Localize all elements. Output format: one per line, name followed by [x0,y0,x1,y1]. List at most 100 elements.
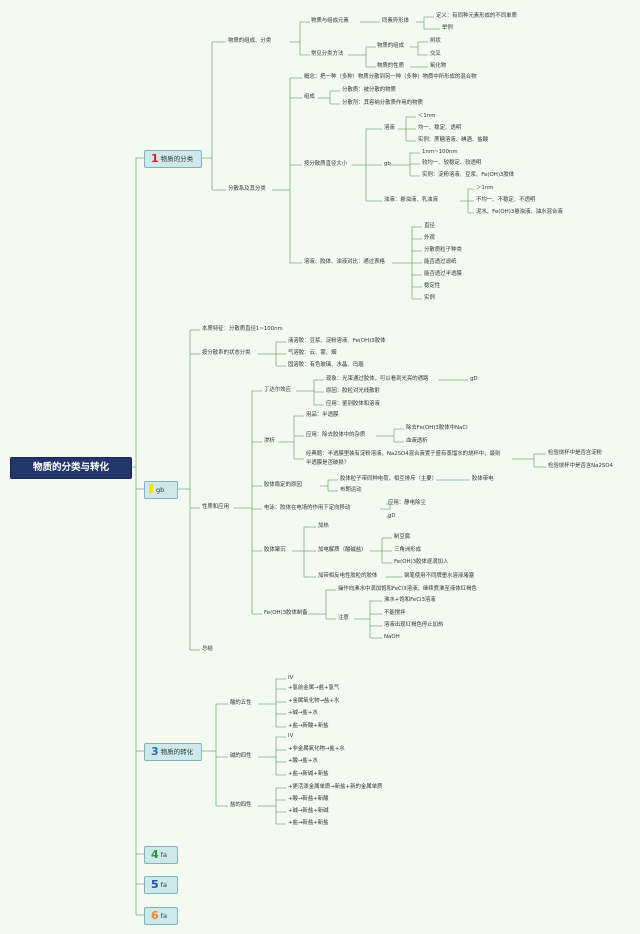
node[interactable]: +非金属氧化物→盐+水 [288,746,345,752]
node[interactable]: 实例 [424,295,435,301]
node[interactable]: +氢前金属→盐+氢气 [288,685,340,691]
node[interactable]: 溶液出现红褐色停止加热 [384,622,444,628]
node[interactable]: 沸水+饱和FeCl3溶液 [384,597,436,603]
node[interactable]: 注意 [338,615,349,621]
node[interactable]: 物质的性质 [377,63,404,69]
node[interactable]: 较均一、较稳定、较透明 [422,160,482,166]
node[interactable]: 操作向沸水中滴加饱和FeCl3溶液，继续煮沸至液体红褐色 [338,586,477,592]
node[interactable]: 均一、稳定、透明 [418,125,462,131]
node[interactable]: 不能搅拌 [384,610,406,616]
node[interactable]: 按分散质直径大小 [304,161,348,167]
node[interactable]: 盐的四性 [230,802,252,808]
node[interactable]: 定义：有同种元素形成的不同单质 [436,13,517,19]
node[interactable]: IV [288,733,294,739]
node[interactable]: +酸→盐+水 [288,758,318,764]
node[interactable]: 泥水、Fe(OH)3悬浊液、油水混合液 [476,209,563,215]
node[interactable]: 现象：光束通过胶体，可以看到光亮的通路 [326,376,429,382]
node[interactable]: 制豆腐 [394,534,411,540]
node[interactable]: 布朗运动 [340,487,362,493]
node[interactable]: +碱→新盐+新碱 [288,808,329,814]
node[interactable]: 交叉 [430,51,441,57]
node[interactable]: 应用：除去胶体中的杂质 [306,432,366,438]
node[interactable]: 检验烧杯中是否含Na2SO4 [548,463,613,469]
node[interactable]: 能否透过滤纸 [424,259,457,265]
node[interactable]: 胶体带电 [472,476,494,482]
branch-2[interactable]: gb [144,481,178,499]
node[interactable]: 半透膜是否破损？ [306,460,350,466]
node[interactable]: +盐→新酸+新盐 [288,723,329,729]
node[interactable]: gD [470,376,478,382]
node[interactable]: 实例：蔗糖溶液、碘酒、盐酸 [418,137,489,143]
node[interactable]: Fe(OH)3胶体制备 [264,610,308,616]
node[interactable]: ＜1nm [418,113,436,119]
node[interactable]: 能否透过半透膜 [424,271,462,277]
node[interactable]: 物质的组成、分类 [228,38,272,44]
node[interactable]: 分散系及其分类 [228,186,266,192]
node[interactable]: 直径 [424,223,435,229]
node[interactable]: +盐→新盐+新盐 [288,820,329,826]
node[interactable]: 用品：半透膜 [306,412,339,418]
root-topic[interactable]: 物质的分类与转化 [10,457,132,479]
node[interactable]: 检验烧杯中是否含淀粉 [548,450,602,456]
node[interactable]: 原因：胶粒对光线散射 [326,388,380,394]
node[interactable]: 分散剂：其容纳分散质作用的物质 [342,100,423,106]
node[interactable]: 同素异形体 [382,18,409,24]
node[interactable]: 酸的五性 [230,700,252,706]
node[interactable]: 稳定性 [424,283,441,289]
node[interactable]: ＞1nm [476,185,494,191]
node[interactable]: 物质的组成 [377,43,404,49]
node[interactable]: 本质特征：分散质直径1~100nm [202,326,283,332]
node[interactable]: 加电解质（酸碱盐） [318,547,367,553]
node[interactable]: +更活泼金属单质→新盐+新的金属单质 [288,784,383,790]
node[interactable]: 浊液：悬浊液、乳浊液 [384,197,438,203]
node[interactable]: 三角洲形成 [394,547,421,553]
node[interactable]: 性质和应用 [202,504,229,510]
node[interactable]: 渗析 [264,438,275,444]
node[interactable]: 分散质：被分散的物质 [342,87,396,93]
node[interactable]: 总结 [202,646,213,652]
node[interactable]: 液溶胶：豆浆、淀粉溶液、Fe(OH)3胶体 [288,338,386,344]
node[interactable]: 物质与组成元素 [311,18,349,24]
node[interactable]: +金属氧化物→盐+水 [288,698,340,704]
node[interactable]: 概念：把一种（多种）物质分散到另一种（多种）物质中所形成的混合物 [304,74,477,80]
node[interactable]: IV [288,675,294,681]
node[interactable]: +酸→新盐+新酸 [288,796,329,802]
node[interactable]: 常见分类方法 [311,51,344,57]
node[interactable]: 应用：鉴别胶体和溶液 [326,401,380,407]
node[interactable]: 按分散系的状态分类 [202,350,251,356]
node[interactable]: 血液透析 [406,438,428,444]
node[interactable]: NaOH [384,634,400,640]
node[interactable]: 胶体稳定的原因 [264,482,302,488]
node[interactable]: 加热 [318,523,329,529]
node[interactable]: 组成 [304,94,315,100]
node[interactable]: 氧化物 [430,63,447,69]
node[interactable]: 1nm~100nm [422,149,458,155]
node[interactable]: 经典题：半透膜里装有淀粉溶液，Na2SO4混合液置于盛有蒸馏水的烧杯中，最则 [306,451,501,457]
node[interactable]: 胶体粒子带同种电荷，相互排斥（主要） [340,476,438,482]
node[interactable]: 碱的四性 [230,753,252,759]
node[interactable]: 树状 [430,38,441,44]
node[interactable]: gb [384,161,391,167]
node[interactable]: gD [388,513,396,519]
node[interactable]: 钢笔使用不同牌墨水溶液堵塞 [404,573,475,579]
node[interactable]: 加带相反电性胶粒的胶体 [318,573,378,579]
node[interactable]: 胶体聚沉 [264,547,286,553]
node[interactable]: 除去Fe(OH)3胶体中NaCl [406,425,468,431]
node[interactable]: 电泳：胶体在电场的作用下定向移动 [264,505,351,511]
node[interactable]: +盐→新碱+新盐 [288,771,329,777]
node[interactable]: 丁达尔效应 [264,387,291,393]
node[interactable]: 实例：淀粉溶液、豆浆、Fe(OH)3胶体 [422,172,515,178]
node[interactable]: 应用：静电除尘 [388,500,426,506]
node[interactable]: 外观 [424,235,435,241]
node[interactable]: 固溶胶：有色玻璃、水晶、玛瑙 [288,362,364,368]
node[interactable]: 溶液 [384,125,395,131]
node[interactable]: 分散质粒子种类 [424,247,462,253]
node[interactable]: +碱→盐+水 [288,710,318,716]
node[interactable]: 溶液、胶体、浊液对比：通过表格 [304,259,385,265]
node[interactable]: 举例 [442,25,453,31]
